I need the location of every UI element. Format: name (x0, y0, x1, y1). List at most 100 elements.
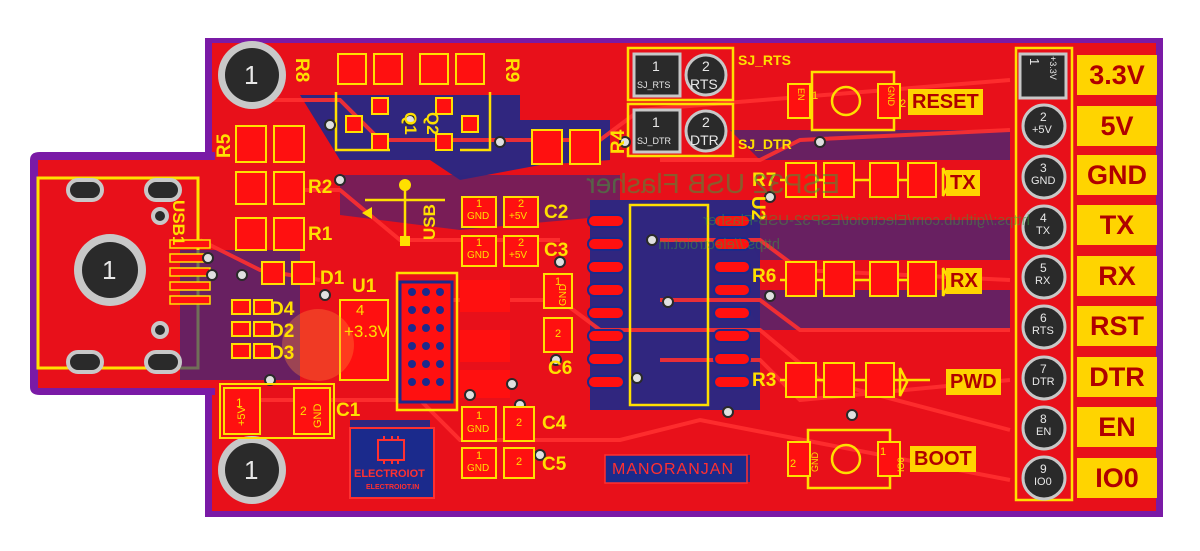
ghost-url: https://github.com/Electroiot/ESP32-USB-… (703, 212, 1030, 229)
author-name: MANORANJAN (612, 461, 735, 478)
usb-arrow-label: USB (420, 204, 439, 240)
header-pin6-num: 6 (1040, 311, 1047, 325)
cap-pads (223, 196, 539, 479)
c1-pad2-net: GND (312, 403, 324, 428)
u1-designator: U1 (352, 276, 377, 297)
u1-pad-number: 4 (356, 302, 365, 319)
pin-label-3v3: 3.3V (1077, 55, 1157, 95)
sj-rts-pad1-sub: SJ_RTS (637, 80, 671, 90)
d2-designator: D2 (270, 321, 295, 342)
c5-pad2-num: 2 (516, 456, 523, 468)
pwd-led-label: PWD (946, 369, 1001, 395)
c2-pad2-net: +5V (509, 211, 528, 222)
header-pin9-net: IO0 (1034, 476, 1052, 488)
c5-designator: C5 (542, 454, 567, 475)
c3-pad1-net: GND (467, 250, 490, 261)
c3-pad2-num: 2 (518, 237, 525, 249)
header-pin7-net: DTR (1032, 376, 1055, 388)
usb-pins (169, 239, 211, 305)
rx-led-label: RX (946, 268, 982, 294)
pin-label-5v: 5V (1077, 106, 1157, 146)
pin-label-en: EN (1077, 407, 1157, 447)
boot-pad1-num: 1 (880, 446, 887, 458)
pin-label-tx: TX (1077, 205, 1157, 245)
author-box (604, 454, 748, 484)
pin-label-rx: RX (1077, 256, 1157, 296)
reset-pad1-sub: EN (796, 88, 806, 101)
boot-pad2-num: 2 (790, 458, 797, 470)
usb-hole-label: 1 (102, 255, 117, 285)
header-pin4-num: 4 (1040, 211, 1047, 225)
usb-marker (399, 179, 411, 191)
c6-designator: C6 (548, 358, 573, 379)
u1-thermal-pad (339, 299, 389, 381)
r1-designator: R1 (308, 224, 333, 245)
c3-pad2-net: +5V (509, 250, 528, 261)
c3-pad1-num: 1 (476, 237, 483, 249)
sj-dtr-pad2-num: 2 (702, 114, 710, 130)
c1-pad1-num: 1 (236, 396, 243, 410)
mount-holes (74, 41, 286, 504)
header-pin8-net: EN (1036, 426, 1052, 438)
c6-pad2-num: 2 (555, 328, 562, 340)
r3-designator: R3 (752, 370, 777, 391)
r2-designator: R2 (308, 177, 333, 198)
sj-dtr-pad2-sub: DTR (690, 132, 719, 148)
header-pin2-net: +5V (1032, 124, 1052, 136)
c2-designator: C2 (544, 202, 569, 223)
c6-pad1-num: 1 (555, 276, 562, 288)
boot-label: BOOT (910, 446, 976, 472)
c4-pad1-net: GND (467, 424, 490, 435)
sj-dtr-label: SJ_DTR (738, 136, 792, 152)
c3-designator: C3 (544, 240, 569, 261)
pin-label-dtr: DTR (1077, 357, 1157, 397)
ghost-title: ESP32 USB Flasher (586, 168, 840, 199)
solder-jumper-pads (632, 52, 728, 154)
c6-pad1-net: GND (558, 283, 569, 306)
pin-label-io0: IO0 (1077, 458, 1157, 498)
header-pin9-num: 9 (1040, 462, 1047, 476)
header-pin7-num: 7 (1040, 362, 1047, 376)
r4-designator: R4 (608, 129, 629, 154)
sj-rts-pad1-num: 1 (652, 58, 660, 74)
r5-designator: R5 (214, 133, 235, 158)
c1-pad2-num: 2 (300, 404, 307, 418)
sj-rts-label: SJ_RTS (738, 52, 791, 68)
c4-designator: C4 (542, 413, 567, 434)
r7-designator: R7 (752, 170, 777, 191)
button-pads (787, 83, 901, 477)
u2-pins (587, 214, 751, 389)
c1-pad1-net: +5V (236, 406, 248, 426)
sj-rts-pad2-sub: RTS (690, 76, 718, 92)
reset-pad2-num: 2 (900, 98, 907, 110)
sj-dtr-pad1-num: 1 (652, 114, 660, 130)
mount-hole-top-label: 1 (244, 60, 259, 90)
reset-pad1-num: 1 (812, 90, 819, 102)
q2-designator: Q2 (423, 112, 442, 135)
c2-pad1-net: GND (467, 211, 490, 222)
reset-pad2-sub: GND (886, 86, 896, 106)
q1-designator: Q1 (401, 112, 420, 135)
r6-designator: R6 (752, 266, 777, 287)
d4-designator: D4 (270, 299, 295, 320)
sj-rts-pad2-num: 2 (702, 58, 710, 74)
usb-shell-holes (66, 178, 182, 374)
tx-led-label: TX (946, 170, 980, 196)
c1-designator: C1 (336, 400, 361, 421)
smd-pads (231, 53, 937, 398)
header-pin5-net: RX (1035, 275, 1051, 287)
header-round-pins (1021, 103, 1067, 501)
header-pin1-num: 1 (1027, 58, 1042, 66)
header-pin3-net: GND (1031, 175, 1056, 187)
c4-pad1-num: 1 (476, 410, 483, 422)
header-pin4-net: TX (1036, 225, 1051, 237)
c5-pad1-num: 1 (476, 450, 483, 462)
pin-label-rst: RST (1077, 306, 1157, 346)
header-pin3-num: 3 (1040, 161, 1047, 175)
usb1-designator: USB1 (169, 200, 188, 246)
pin-label-gnd: GND (1077, 155, 1157, 195)
logo-url: ELECTROIOT.IN (366, 484, 420, 491)
header-pin6-net: RTS (1032, 325, 1054, 337)
d1-designator: D1 (320, 268, 345, 289)
